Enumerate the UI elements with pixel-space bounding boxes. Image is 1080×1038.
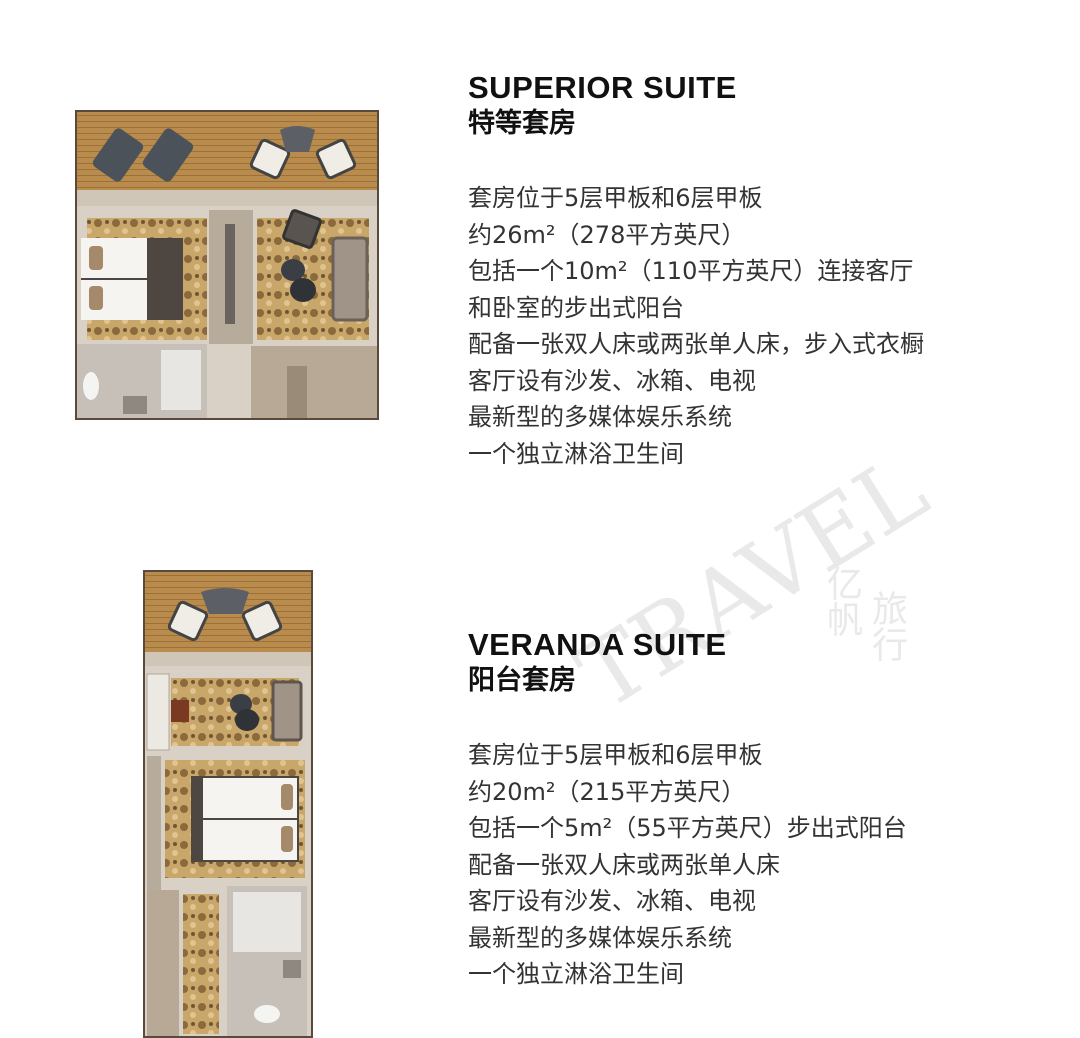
desc-line: 约20m²（215平方英尺） bbox=[468, 777, 746, 806]
veranda-balcony-chair-1 bbox=[167, 600, 209, 642]
superior-bed bbox=[81, 238, 183, 320]
balcony-chair-1 bbox=[249, 138, 291, 180]
desc-line: 配备一张双人床或两张单人床 bbox=[468, 850, 780, 879]
balcony-table bbox=[280, 126, 315, 152]
veranda-suite-description: 套房位于5层甲板和6层甲板 约20m²（215平方英尺） 包括一个5m²（55平… bbox=[468, 737, 907, 993]
living-armchair bbox=[282, 209, 322, 249]
living-sofa bbox=[331, 236, 369, 322]
veranda-suite-info: VERANDA SUITE 阳台套房 套房位于5层甲板和6层甲板 约20m²（2… bbox=[468, 627, 907, 993]
veranda-tables bbox=[230, 694, 259, 731]
superior-suite-title-en: SUPERIOR SUITE bbox=[468, 70, 737, 105]
desc-line: 一个独立淋浴卫生间 bbox=[468, 960, 684, 988]
desc-line: 包括一个5m²（55平方英尺）步出式阳台 bbox=[468, 814, 907, 842]
desc-line: 套房位于5层甲板和6层甲板 bbox=[468, 184, 763, 212]
veranda-suite-floor-plan bbox=[143, 570, 313, 1038]
veranda-bed bbox=[191, 776, 299, 862]
desc-line: 和卧室的步出式阳台 bbox=[468, 293, 684, 322]
superior-suite-info: SUPERIOR SUITE 特等套房 套房位于5层甲板和6层甲板 约26m²（… bbox=[468, 70, 924, 472]
desc-line: 客厅设有沙发、冰箱、电视 bbox=[468, 366, 756, 395]
living-tables bbox=[281, 259, 316, 302]
veranda-toilet bbox=[254, 1005, 280, 1023]
desc-line: 套房位于5层甲板和6层甲板 bbox=[468, 741, 763, 769]
superior-suite-floor-plan bbox=[75, 110, 379, 420]
toilet bbox=[83, 372, 99, 400]
veranda-suite-title-zh: 阳台套房 bbox=[468, 665, 576, 696]
desc-line: 最新型的多媒体娱乐系统 bbox=[468, 923, 732, 952]
desc-line: 约26m²（278平方英尺） bbox=[468, 220, 746, 249]
veranda-armchair bbox=[271, 680, 303, 742]
balcony-chair-2 bbox=[315, 138, 357, 180]
veranda-desk-chair bbox=[171, 700, 189, 722]
desc-line: 包括一个10m²（110平方英尺）连接客厅 bbox=[468, 257, 914, 285]
veranda-suite-title-en: VERANDA SUITE bbox=[468, 627, 727, 662]
desc-line: 配备一张双人床或两张单人床，步入式衣橱 bbox=[468, 330, 924, 358]
veranda-balcony-chair-2 bbox=[241, 600, 283, 642]
desc-line: 最新型的多媒体娱乐系统 bbox=[468, 403, 732, 431]
balcony-lounger-2 bbox=[142, 128, 194, 182]
balcony-lounger-1 bbox=[92, 128, 144, 182]
superior-suite-title-zh: 特等套房 bbox=[468, 108, 576, 139]
desc-line: 一个独立淋浴卫生间 bbox=[468, 439, 684, 468]
veranda-balcony-table bbox=[201, 588, 249, 614]
superior-suite-description: 套房位于5层甲板和6层甲板 约26m²（278平方英尺） 包括一个10m²（11… bbox=[468, 180, 924, 472]
desc-line: 客厅设有沙发、冰箱、电视 bbox=[468, 887, 756, 915]
